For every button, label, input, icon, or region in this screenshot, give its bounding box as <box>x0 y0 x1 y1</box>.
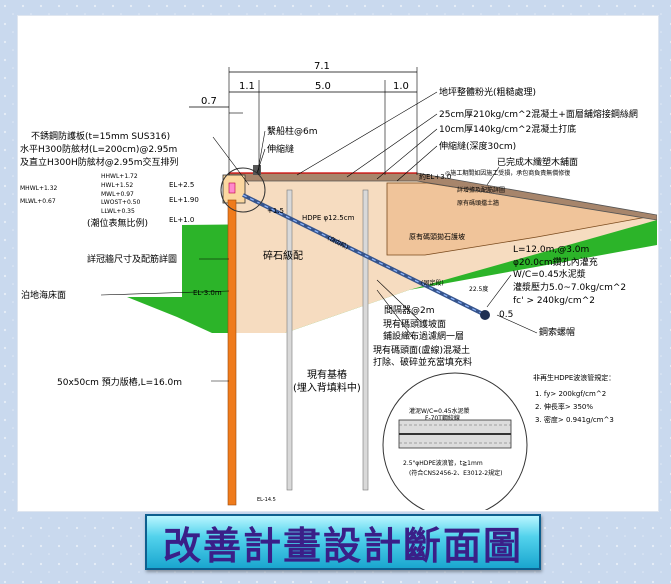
label-joint: 伸縮縫 <box>267 143 294 155</box>
label-pressure: 灌漿壓力5.0~7.0kg/cm^2 <box>513 281 626 293</box>
tide-mhwl: MHWL+1.32 <box>20 185 58 192</box>
label-el10: EL+1.0 <box>169 216 194 224</box>
label-el19: EL+1.90 <box>169 196 199 204</box>
label-drill: φ20.0cm鑽孔內灌充 <box>513 256 598 268</box>
tide-hwl: HWL+1.52 <box>101 182 133 189</box>
label-spec3: 3. 密度> 0.941g/cm^3 <box>535 415 614 424</box>
title-banner: 改善計畫設計斷面圖 <box>145 514 541 570</box>
bollard <box>253 165 261 175</box>
label-rebar-sheet: 詳冠牆尺寸及配筋詳圖 <box>87 253 177 265</box>
label-concrete-top: 25cm厚210kg/cm^2混凝土+面層舖熔接鋼絲網 <box>439 108 638 120</box>
label-wood-note: ◎施工期間如因施工受損，承包商負責無償修復 <box>445 169 570 177</box>
label-el25: EL+2.5 <box>169 181 194 189</box>
label-revet1: 現有碼頭護坡面 <box>383 318 446 330</box>
tide-note: (潮位表無比例) <box>87 217 148 229</box>
label-fixed-seg: (固定段) <box>421 279 444 287</box>
label-plate2: 水平H300防舷材(L=200cm)@2.95m <box>20 143 177 155</box>
detail-circle-crown <box>220 167 266 213</box>
label-spacer: 間隔器@2m <box>384 305 435 316</box>
label-spec1: 1. fy> 200kgf/cm^2 <box>535 390 606 398</box>
tide-llwl: LLWL+0.35 <box>101 208 135 215</box>
label-hdpe-spec: 非再生HDPE波浪管規定： <box>533 373 615 382</box>
label-finished-wood: 已完成木纖塑木舖面 <box>497 156 578 168</box>
label-stone-wall: 原有碼頭拋石護坡 <box>409 232 465 241</box>
label-el-m3: EL-3.0m <box>193 289 222 297</box>
label-dock-backfill: 原有碼頭擋土牆 <box>457 199 499 207</box>
tide-mwl: MWL+0.97 <box>101 191 134 198</box>
existing-pile-2 <box>362 189 369 491</box>
label-dem1: 現有碼頭面(盧線)混凝土 <box>373 344 470 356</box>
dim-total: 7.1 <box>314 61 330 72</box>
label-joint-depth: 伸縮縫(深度30cm) <box>439 140 516 152</box>
label-bollard: 繫船柱@6m <box>267 125 318 137</box>
label-seabed: 泊地海床面 <box>21 289 66 301</box>
label-revet2: 鋪設織布過濾網一層 <box>383 330 464 342</box>
precast-pile <box>227 199 237 506</box>
anchor-head <box>480 310 490 320</box>
tide-lwost: LWOST+0.50 <box>101 199 140 206</box>
label-crushed: 碎石級配 <box>263 249 303 262</box>
label-hdpe: HDPE φ12.5cm <box>302 214 355 222</box>
label-exist-pile2: (埋入背填料中) <box>293 381 361 394</box>
label-plate1: 不銹鋼防護板(t=15mm SUS316) <box>31 130 170 142</box>
label-dem2: 打除、破碎並充當填充料 <box>373 356 472 368</box>
label-concrete-sub: 10cm厚140kg/cm^2混凝土打底 <box>439 123 576 135</box>
label-pipe1: 2.5"φHDPE波浪管，t≧1mm <box>403 459 483 467</box>
label-el30: 約EL+3.0 <box>419 172 451 181</box>
label-fc: fc' > 240kg/cm^2 <box>513 296 595 306</box>
label-wc: W/C=0.45水泥漿 <box>513 268 586 280</box>
dim-right: 1.0 <box>393 81 409 92</box>
label-spec2: 2. 伸長率> 350% <box>535 402 593 411</box>
label-cap: 鋼索螺帽 <box>539 326 575 338</box>
page-title: 改善計畫設計斷面圖 <box>162 523 523 568</box>
dim-left: 1.1 <box>239 81 255 92</box>
existing-pile-1 <box>286 189 293 491</box>
label-exist-pile1: 現有基樁 <box>307 368 347 381</box>
label-surface: 地坪整體粉光(粗糙處理) <box>439 86 536 98</box>
label-strand: F-70T鋼絞線 <box>425 414 460 422</box>
label-pile-tip: EL-14.5 <box>257 497 276 503</box>
dim-top-left: 0.7 <box>201 96 217 107</box>
label-rebar-detail: 詳增據及配筋詳圖 <box>457 186 505 194</box>
label-anchor-len: L=12.0m,@3.0m <box>513 245 589 255</box>
label-pipe2: (符合CNS2456-2、E3012-2規定) <box>409 469 502 477</box>
label-pile: 50x50cm 預力版樁,L=16.0m <box>57 376 182 388</box>
dim-mid: 5.0 <box>315 81 331 92</box>
tide-mlwl: MLWL+0.67 <box>20 198 56 205</box>
label-angle: 22.5度 <box>469 285 488 293</box>
label-plate3: 及直立H300H防舷材@2.95m交互排列 <box>20 156 179 168</box>
tide-hhwl: HHWL+1.72 <box>101 173 138 180</box>
label-el15: +1.5 <box>267 207 284 215</box>
label-grout-in: 灌泥W/C=0.45水泥漿 <box>409 407 470 415</box>
design-section-drawing: 7.1 1.1 5.0 1.0 0.7 地坪整體粉光(粗糙處理) 25cm厚21… <box>20 61 657 510</box>
label-v05: 0.5 <box>499 310 513 320</box>
